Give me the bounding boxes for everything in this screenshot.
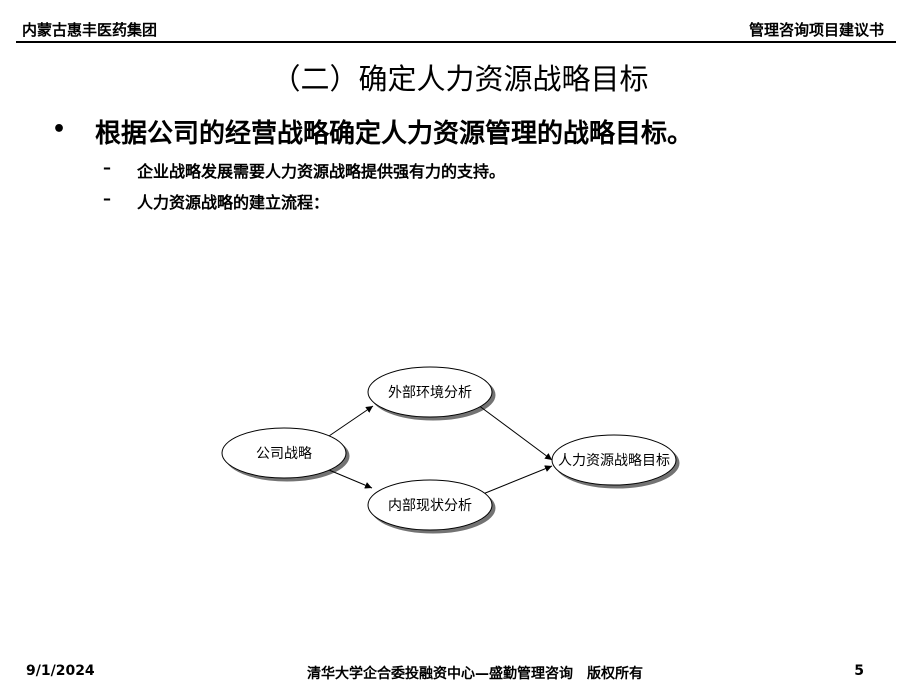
edge-external-hrgoal <box>477 404 553 461</box>
node-strategy-label: 公司战略 <box>256 446 312 462</box>
node-external: 外部环境分析 <box>367 366 493 418</box>
node-hr-goal: 人力资源战略目标 <box>551 434 677 486</box>
sub-item-marker: – <box>103 158 111 177</box>
sub-item-text: 企业战略发展需要人力资源战略提供强有力的支持。 <box>137 162 506 181</box>
bullet-text: 根据公司的经营战略确定人力资源管理的战略目标。 <box>95 119 694 149</box>
slide-title: （二）确定人力资源战略目标 <box>271 62 649 96</box>
node-internal: 内部现状分析 <box>367 479 493 531</box>
header-company: 内蒙古惠丰医药集团 <box>22 21 158 39</box>
footer-page-number: 5 <box>854 663 864 679</box>
bullet-marker: • <box>52 117 67 142</box>
sub-item-text: 人力资源战略的建立流程： <box>137 193 330 212</box>
header-doc-type: 管理咨询项目建议书 <box>748 21 884 39</box>
footer-date: 9/1/2024 <box>26 663 95 679</box>
header-divider <box>16 41 896 43</box>
footer-copyright: 清华大学企合委投融资中心—盛勤管理咨询 版权所有 <box>307 666 643 682</box>
sub-item-marker: – <box>103 189 111 208</box>
node-external-label: 外部环境分析 <box>388 385 472 401</box>
node-internal-label: 内部现状分析 <box>388 498 472 514</box>
edge-strategy-internal <box>328 469 373 489</box>
edge-internal-hrgoal <box>477 465 553 497</box>
edge-strategy-external <box>328 405 374 437</box>
node-hr-goal-label: 人力资源战略目标 <box>558 453 670 469</box>
node-strategy: 公司战略 <box>221 427 347 479</box>
